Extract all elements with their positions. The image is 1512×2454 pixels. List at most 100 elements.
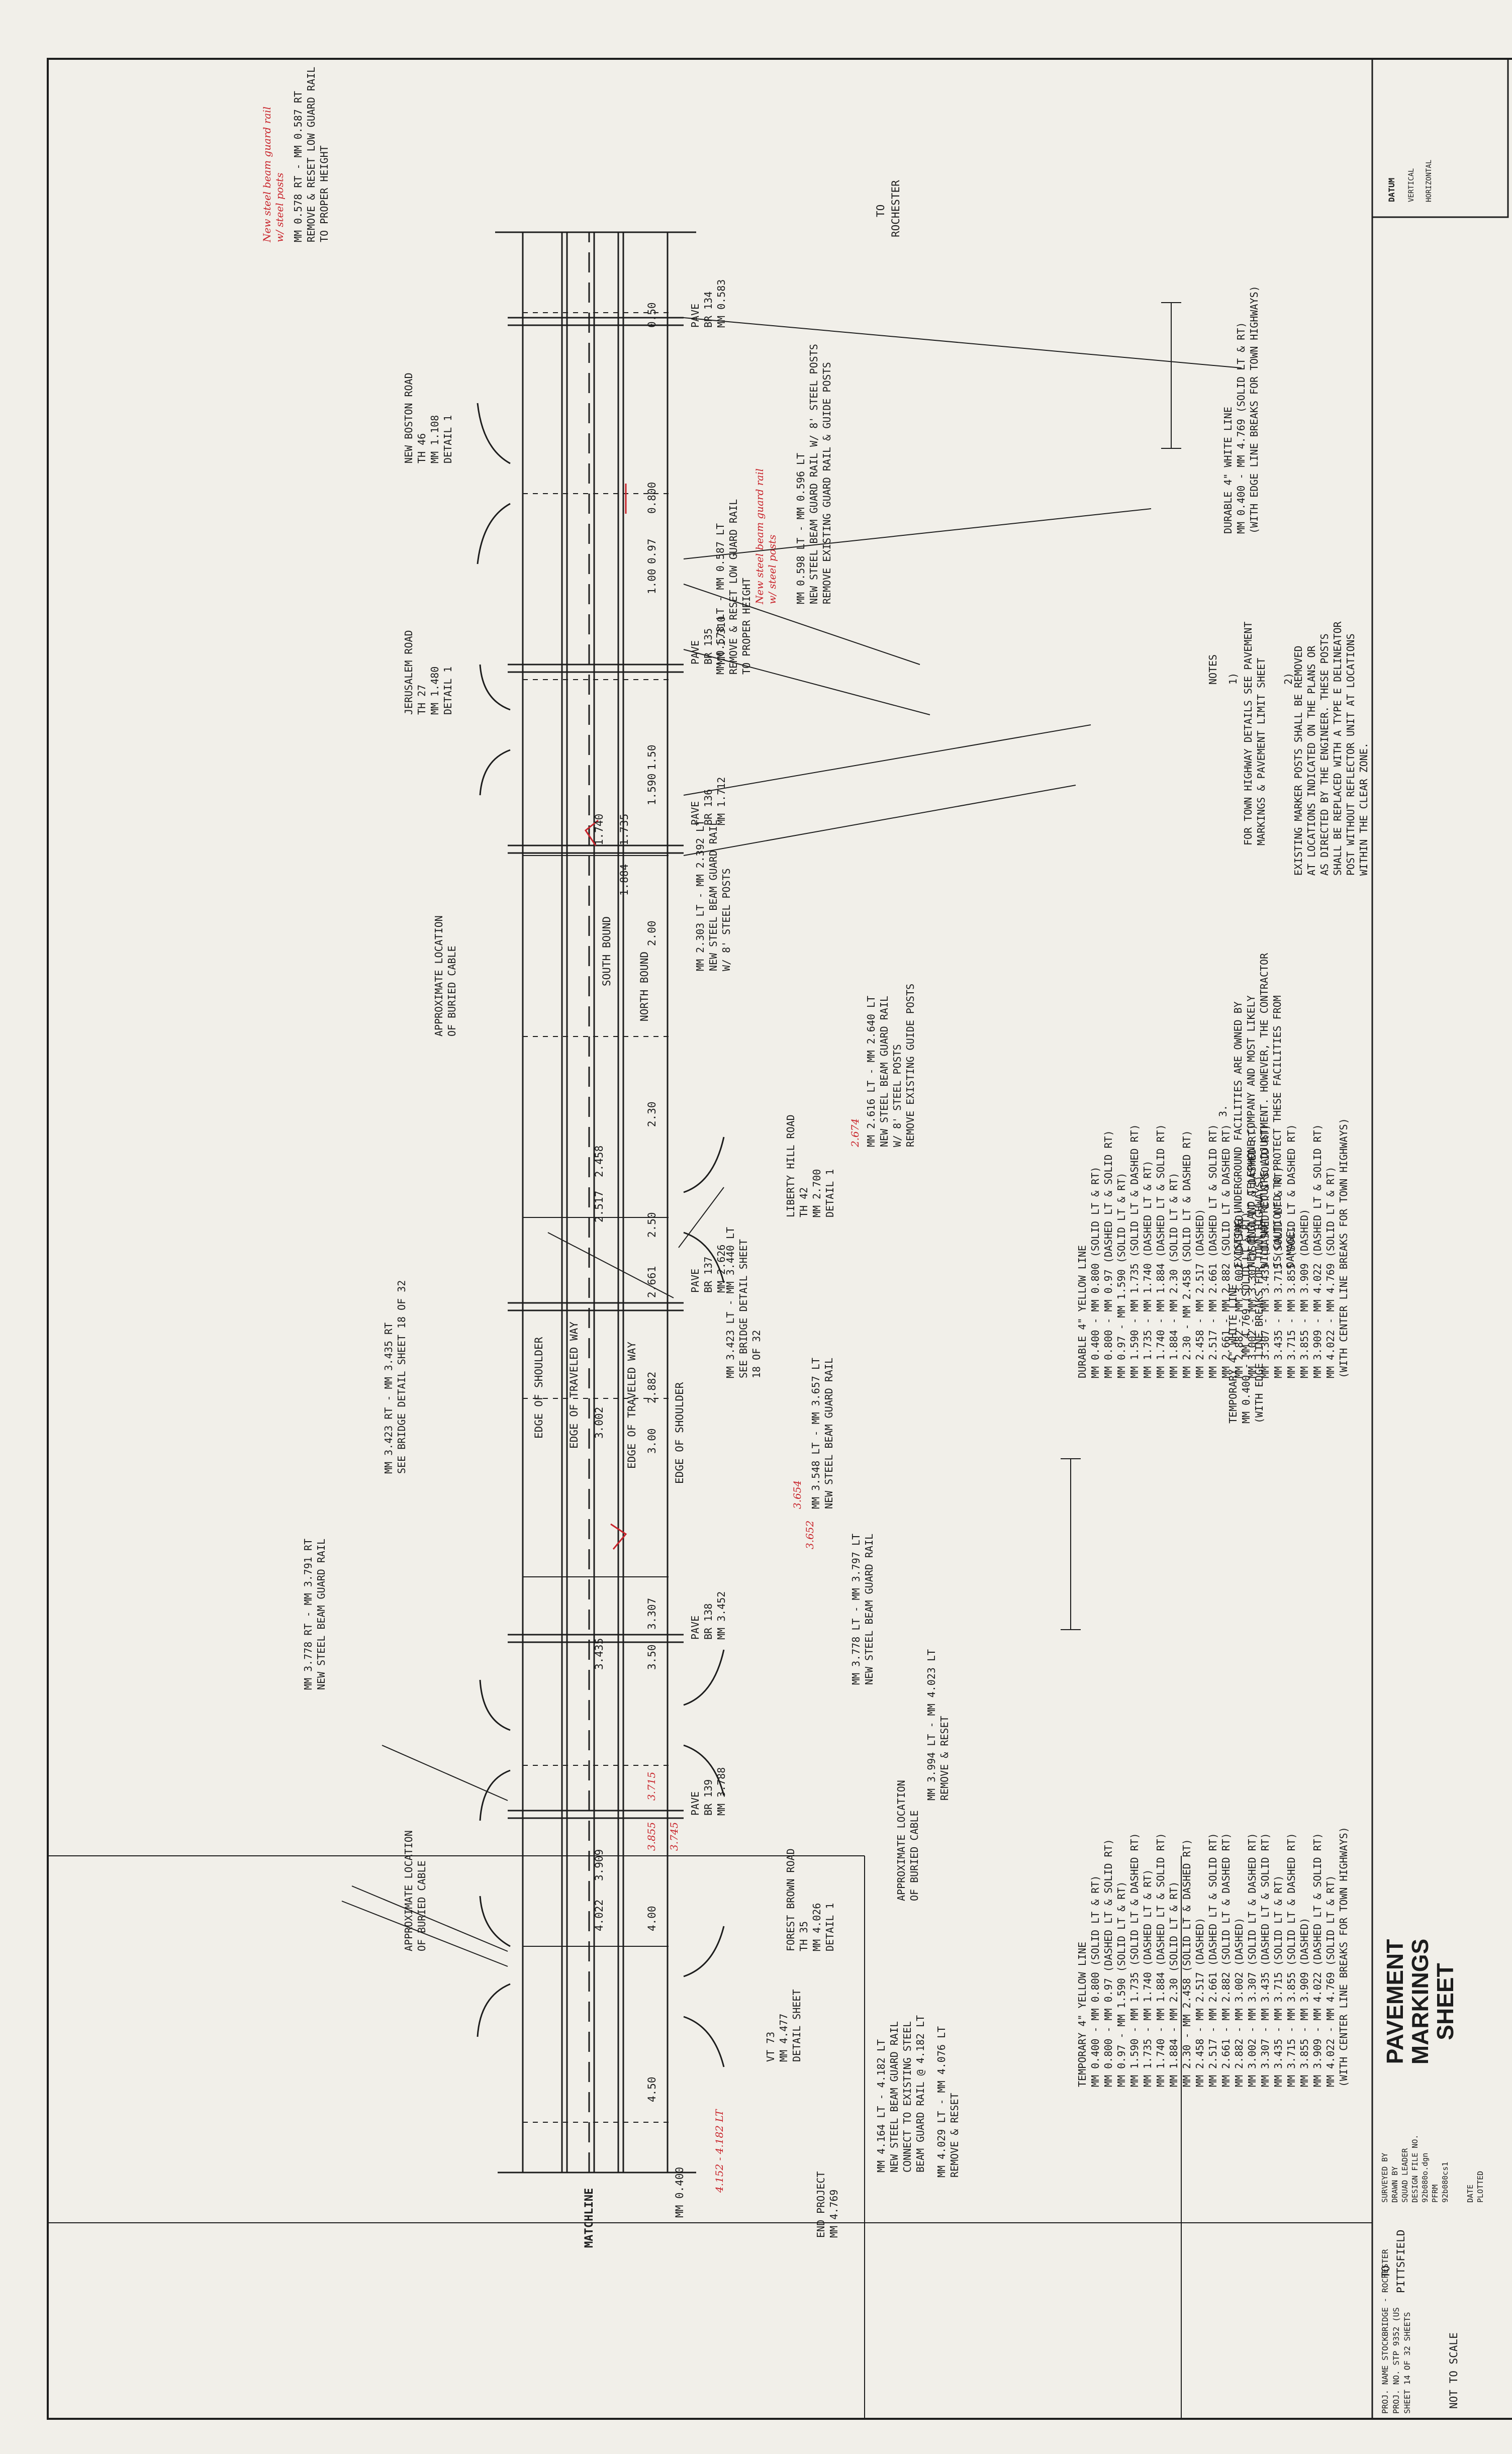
station-label: 4.022 [593,1899,605,1931]
to-rochester-2: ROCHESTER [890,180,902,237]
redline-note: 3.654 [791,1480,803,1509]
redline-note: 3.652 [804,1520,816,1549]
station-label: 1.735 [618,813,630,845]
legend-durable-yellow: DURABLE 4" YELLOW LINE MM 0.400 - MM 0.8… [1076,1118,1350,1378]
station-label: 0.97 [646,538,658,564]
station-label: 2.458 [593,1145,605,1177]
station-label: 4.50 [646,2077,658,2102]
station-label: 3.909 [593,1849,605,1881]
titleblock-project: PROJ. NAME STOCKBRIDGE - ROCHESTER PROJ.… [1380,2249,1412,2414]
station-label: 1.00 [646,569,658,594]
station-label: 3.435 [593,1638,605,1670]
station-label: 1.50 [646,744,658,770]
edge-shoulder-top: EDGE OF SHOULDER [533,1337,545,1439]
redline-note: 3.745 [668,1822,680,1851]
station-label: 3.307 [646,1597,658,1630]
datum-box [1371,58,1509,218]
station-label: 3.002 [593,1406,605,1439]
redline-note: New steel beam guard rail [753,468,766,604]
redline-note: 4.152 - 4.182 LT [713,2109,725,2193]
station-label: 2.661 [646,1266,658,1298]
station-label: 2.30 [646,1101,658,1127]
station-label: 1.884 [618,864,630,896]
legend-temporary-yellow: TEMPORARY 4" YELLOW LINE MM 0.400 - MM 0… [1076,1827,1350,2087]
roadway [495,231,696,2174]
redline-markup [584,484,627,1550]
station-label: 0.50 [646,302,658,328]
station-label: 2.517 [593,1190,605,1222]
north-bound-label: NORTH BOUND [638,951,650,1021]
edge-traveled-bottom: EDGE OF TRAVELED WAY [626,1342,638,1469]
to-rochester-1: TO [875,204,887,217]
sheet-border [47,58,1512,2420]
station-label: 2.882 [646,1371,658,1403]
note-item: EXISTING UNDERGROUND FACILITIES ARE OWNE… [1232,953,1296,1268]
matchline-label: MATCHLINE [583,2188,596,2248]
callout-leaders [341,317,1242,1967]
redline-note: 2.674 [849,1118,861,1147]
notes-heading: NOTES [1207,654,1219,685]
station-label: 1.740 [593,813,605,845]
station-label: 2.00 [646,920,658,946]
note-item: 3. [1217,1104,1229,1117]
redline-note: w/ steel posts [273,172,286,242]
station-label: 3.715 [645,1771,657,1801]
side-roads [477,403,725,2067]
redline-note: w/ steel posts [766,534,778,604]
note-item: 1) [1227,672,1239,685]
south-bound-label: SOUTH BOUND [601,916,613,986]
mm-start-label: MM 0.400 [674,2166,686,2218]
buried-cable-brackets [1061,302,1181,1630]
titleblock-dates: DATE PLOTTED [1466,2170,1485,2203]
station-label: 1.590 [646,773,658,805]
station-label: 0.800 [646,482,658,514]
datum-horizontal: HORIZONTAL [1425,159,1433,202]
station-label: 3.855 [645,1822,657,1851]
datum-vertical: VERTICAL [1407,168,1415,202]
edge-shoulder-bottom: EDGE OF SHOULDER [674,1382,686,1484]
titleblock-fields: SURVEYED BY DRAWN BY SQUAD LEADER DESIGN… [1380,2134,1450,2203]
edge-traveled-top: EDGE OF TRAVELED WAY [568,1322,580,1449]
station-label: 3.50 [646,1644,658,1670]
station-ticks [523,312,669,2123]
datum-label: DATUM [1387,177,1396,202]
station-label: 2.50 [646,1212,658,1238]
station-label: 3.00 [646,1428,658,1454]
scale-note: NOT TO SCALE [1448,2332,1460,2409]
redline-note: New steel beam guard rail [261,106,273,242]
